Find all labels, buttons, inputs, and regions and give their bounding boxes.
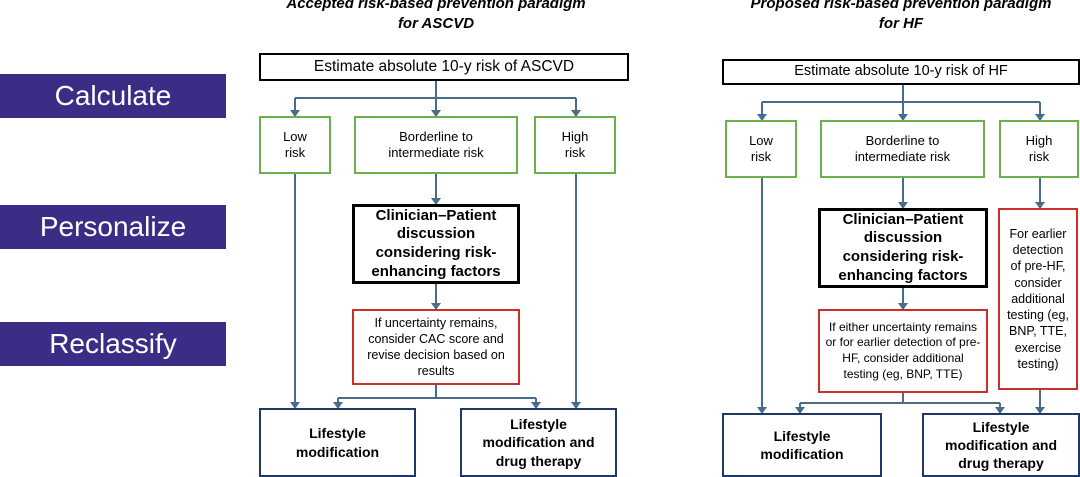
right-high-risk-box: High risk bbox=[999, 120, 1079, 178]
left-high-risk-box: High risk bbox=[534, 116, 616, 174]
left-low-risk-box: Low risk bbox=[259, 116, 331, 174]
right-title-line2: for HF bbox=[878, 15, 924, 32]
right-title-line1: Proposed risk-based prevention paradigm bbox=[750, 0, 1052, 12]
right-low-risk-box: Low risk bbox=[725, 120, 797, 178]
right-outcome-drug-box: Lifestyle modification and drug therapy bbox=[922, 413, 1080, 477]
left-title-line1: Accepted risk-based prevention paradigm bbox=[286, 0, 586, 12]
right-outcome-lifestyle-box: Lifestyle modification bbox=[722, 413, 882, 477]
right-high-testing-box: For earlier detection of pre-HF, conside… bbox=[998, 208, 1078, 390]
left-discussion-box: Clinician–Patient discussion considering… bbox=[352, 204, 520, 284]
left-outcome-drug-box: Lifestyle modification and drug therapy bbox=[460, 408, 617, 477]
left-paradigm-title: Accepted risk-based prevention paradigm … bbox=[236, 0, 636, 34]
left-outcome-lifestyle-box: Lifestyle modification bbox=[259, 408, 416, 477]
right-paradigm-title: Proposed risk-based prevention paradigm … bbox=[706, 0, 1080, 34]
stage-personalize: Personalize bbox=[0, 205, 226, 249]
left-title-line2: for ASCVD bbox=[397, 15, 475, 32]
right-discussion-box: Clinician–Patient discussion considering… bbox=[818, 208, 988, 288]
left-reclassify-box: If uncertainty remains, consider CAC sco… bbox=[352, 309, 520, 385]
left-borderline-risk-box: Borderline to intermediate risk bbox=[354, 116, 518, 174]
left-estimate-box: Estimate absolute 10-y risk of ASCVD bbox=[259, 53, 629, 81]
stage-reclassify: Reclassify bbox=[0, 322, 226, 366]
right-estimate-box: Estimate absolute 10-y risk of HF bbox=[722, 59, 1080, 85]
stage-calculate: Calculate bbox=[0, 74, 226, 118]
right-borderline-risk-box: Borderline to intermediate risk bbox=[820, 120, 985, 178]
right-reclassify-box: If either uncertainty remains or for ear… bbox=[818, 309, 988, 393]
